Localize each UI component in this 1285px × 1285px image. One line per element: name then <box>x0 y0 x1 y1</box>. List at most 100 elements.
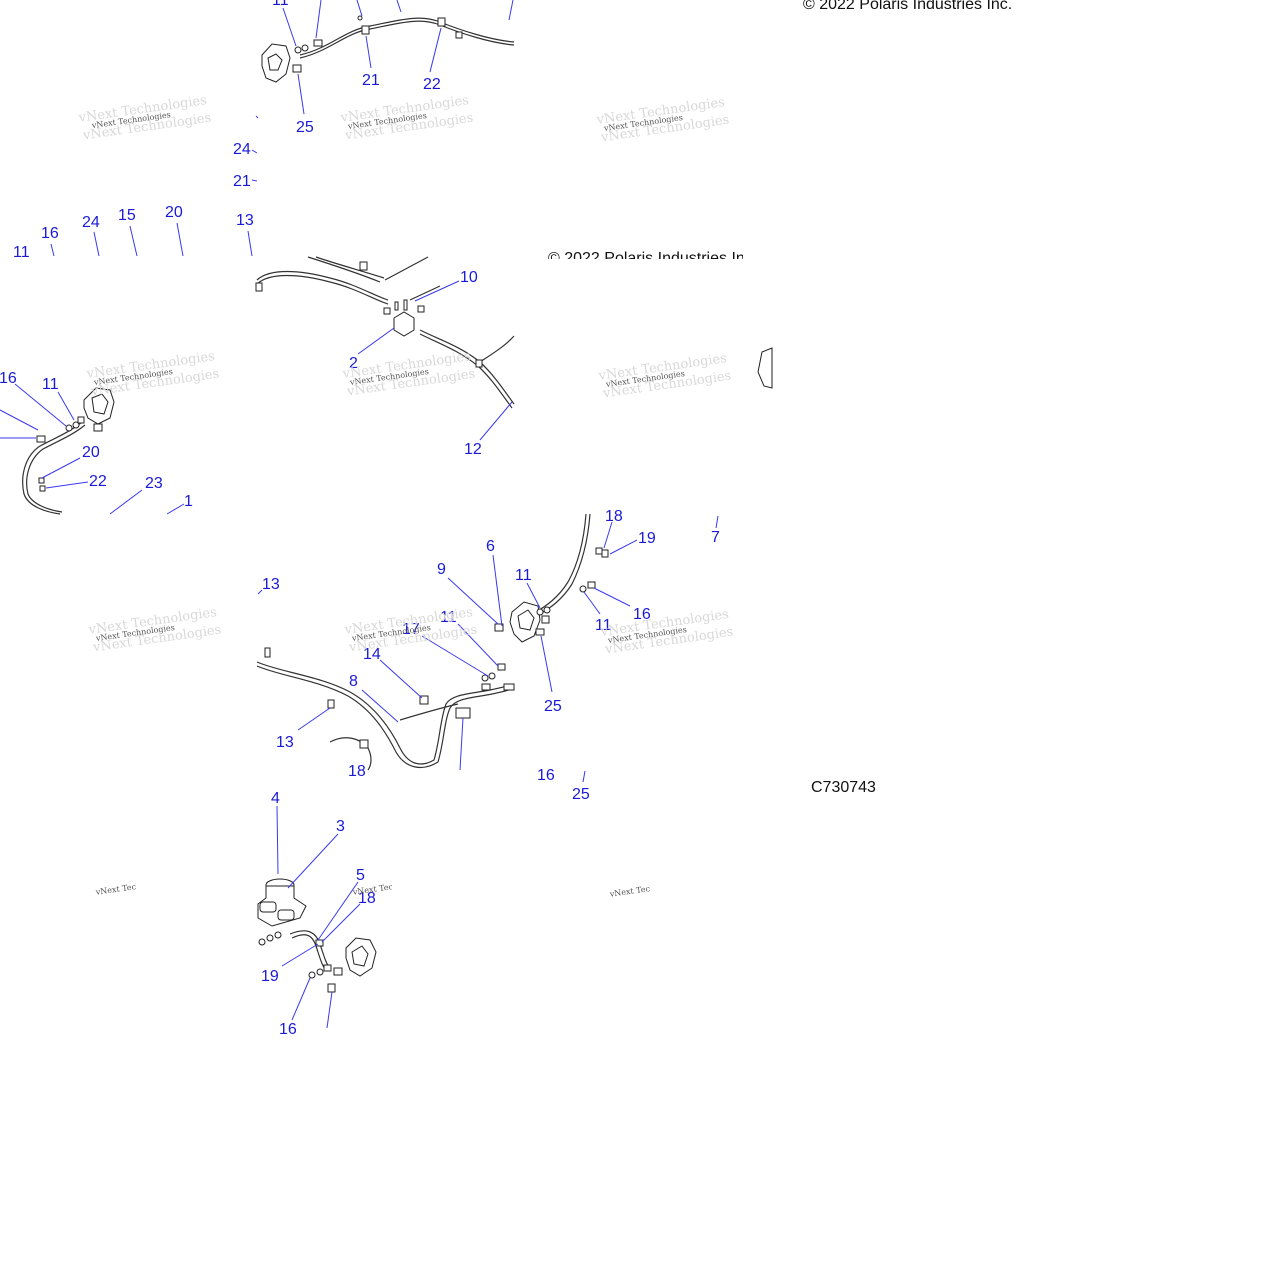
callout-2: 2 <box>349 355 358 372</box>
callout-21: 21 <box>233 173 251 190</box>
callout-5: 5 <box>356 867 365 884</box>
callout-21: 21 <box>362 72 380 89</box>
figure-code: C730743 <box>811 779 876 796</box>
leader-line <box>255 115 259 119</box>
fitting <box>417 305 425 313</box>
callout-20: 20 <box>82 444 100 461</box>
callout-25: 25 <box>544 698 562 715</box>
leader-line <box>41 457 81 479</box>
brake-line-outline <box>256 665 515 769</box>
watermark: vNext Technologies vNext Technologies vN… <box>87 605 222 656</box>
panel-rear-brake: 18 19 7 6 9 11 16 11 13 17 11 14 8 25 13… <box>256 508 720 803</box>
callout-4: 4 <box>271 790 280 807</box>
caliper-piston <box>91 393 109 415</box>
leader-line <box>326 991 333 1029</box>
washer <box>258 938 266 946</box>
callout-16: 16 <box>279 1021 297 1038</box>
leader-line <box>361 689 399 723</box>
fitting <box>39 485 46 492</box>
fitting <box>595 547 603 555</box>
hose-clip <box>437 17 446 27</box>
watermark: vNext Technologies vNext Technologies vN… <box>595 95 730 146</box>
crop-mask <box>650 870 730 920</box>
brake-caliper-cropped <box>757 347 773 389</box>
leader-line <box>540 635 553 693</box>
panel-junction-block: 10 2 12 <box>255 256 773 458</box>
fitting <box>503 683 515 691</box>
caliper-piston <box>517 609 535 631</box>
washer <box>543 606 551 614</box>
crop-mask <box>392 860 472 900</box>
leader-line <box>315 0 322 39</box>
callout-19: 19 <box>638 530 656 547</box>
callout-22: 22 <box>423 76 441 93</box>
callout-17: 17 <box>402 621 420 638</box>
callout-13: 13 <box>276 734 294 751</box>
leader-line <box>166 503 185 515</box>
callout-11: 11 <box>595 617 612 634</box>
brake-switch <box>494 623 504 632</box>
callout-11: 11 <box>440 609 457 626</box>
leader-line <box>593 587 631 607</box>
leader-line <box>447 577 499 625</box>
leader-line <box>317 881 359 941</box>
leader-line <box>582 770 586 783</box>
hose-clip <box>361 25 370 35</box>
leader-line <box>0 409 39 431</box>
callout-1: 1 <box>184 493 193 510</box>
fitting <box>455 31 463 39</box>
panel-label-row: 11 16 24 15 20 13 <box>13 204 254 261</box>
leader-line <box>715 515 719 529</box>
mounting-bolt <box>403 299 408 311</box>
callout-14: 14 <box>363 646 381 663</box>
brake-hose <box>299 17 515 56</box>
copyright-notice-clipped: © 2022 Polaris Industries Inc. <box>548 250 743 259</box>
brake-line <box>479 335 515 363</box>
washer <box>488 672 496 680</box>
callout-13: 13 <box>236 212 254 229</box>
brake-hose-outline <box>299 20 515 59</box>
washer <box>266 934 274 942</box>
brake-line <box>315 256 385 279</box>
leader-line <box>321 903 361 943</box>
banjo-bolt <box>313 39 323 47</box>
brake-hose-outline <box>26 424 86 513</box>
master-cylinder-outlet <box>277 909 295 921</box>
leader-line <box>492 554 503 627</box>
callout-24: 24 <box>233 141 251 158</box>
leader-line <box>583 591 601 615</box>
brake-line <box>409 285 441 301</box>
leader-line <box>379 659 423 699</box>
banjo-bolt <box>601 549 609 558</box>
brake-line <box>399 703 459 721</box>
leader-line <box>276 805 279 875</box>
leader-line <box>357 327 395 355</box>
callout-16: 16 <box>0 370 17 387</box>
brake-line <box>307 256 381 283</box>
callout-12: 12 <box>464 441 482 458</box>
callout-11: 11 <box>272 0 289 9</box>
washer <box>316 968 324 976</box>
bleeder-screw <box>93 423 103 432</box>
hose-clip <box>36 435 46 443</box>
leader-line <box>414 280 460 302</box>
callout-11: 11 <box>515 567 532 584</box>
crop-mask <box>136 870 216 920</box>
callout-23: 23 <box>145 475 163 492</box>
leader-line <box>365 35 372 69</box>
leader-line <box>57 391 75 421</box>
leader-line <box>109 489 143 515</box>
banjo-bolt <box>323 964 332 972</box>
callout-10: 10 <box>460 269 478 286</box>
callout-16: 16 <box>41 225 59 242</box>
caliper-piston <box>267 53 283 71</box>
leader-line <box>50 243 55 257</box>
callout-20: 20 <box>165 204 183 221</box>
fitting <box>315 939 324 947</box>
hose-clip <box>359 739 369 749</box>
leader-line <box>459 717 464 771</box>
callout-11: 11 <box>13 244 30 261</box>
panel-cropped-labels: 24 21 <box>233 115 259 190</box>
leader-line <box>526 582 541 609</box>
panel-master-cylinder: 4 3 5 18 19 16 <box>257 790 377 1038</box>
